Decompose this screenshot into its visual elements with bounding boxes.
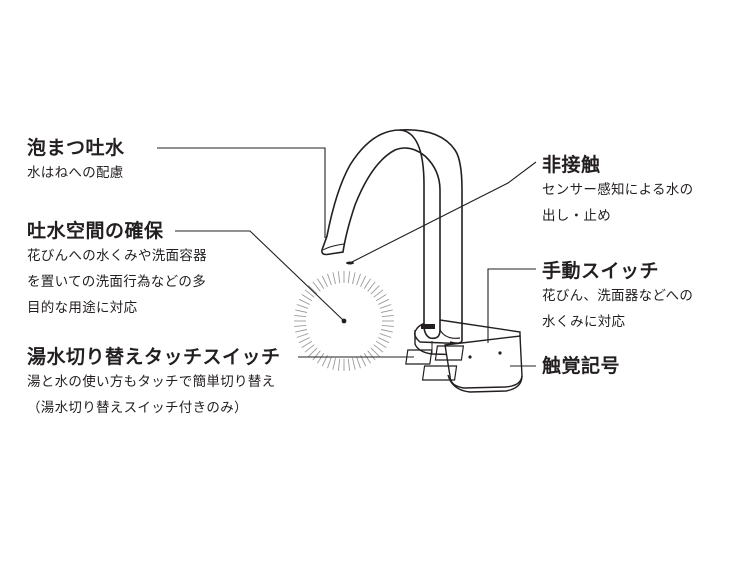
callout-spout-space: 吐水空間の確保 花びんへの水くみや洗面容器 を置いての洗面行為などの多 目的な用… — [27, 219, 207, 321]
tick-mark — [352, 272, 356, 285]
tick-mark — [301, 340, 313, 348]
tick-mark — [367, 350, 376, 361]
manual-switch-desc-line: 水くみに対応 — [542, 314, 626, 330]
tick-mark — [356, 356, 361, 369]
tick-mark — [375, 340, 387, 348]
tick-mark — [367, 281, 376, 292]
tick-mark — [381, 324, 394, 328]
tick-mark — [352, 357, 356, 370]
tick-mark — [327, 273, 332, 286]
tick-mark — [373, 289, 384, 298]
tick-mark — [296, 333, 309, 338]
tick-mark — [332, 357, 336, 370]
tick-mark — [370, 285, 380, 295]
foam-spout-desc: 水はねへの配慮 — [27, 160, 125, 186]
tick-mark — [317, 352, 325, 364]
tick-mark — [308, 347, 318, 357]
tick-mark — [380, 329, 393, 333]
tick-mark — [317, 278, 325, 290]
tick-mark — [378, 298, 390, 305]
tick-mark — [301, 294, 313, 302]
touchless-desc-line: センサー感知による水の — [542, 182, 694, 198]
tick-mark — [378, 337, 390, 344]
foam-spout-title: 泡まつ吐水 — [27, 137, 125, 159]
switch-panel — [405, 335, 523, 393]
tick-mark — [304, 289, 315, 298]
manual-switch-desc-line: 花びん、洗面器などへの — [542, 288, 694, 304]
callout-temp-switch: 湯水切り替えタッチスイッチ 湯と水の使い方もタッチで簡単切り替え （湯水切り替え… — [27, 345, 281, 421]
foam-spout-desc-line: 水はねへの配慮 — [27, 165, 124, 181]
touchless-desc-line: 出し・止め — [542, 208, 611, 224]
spout-space-desc-line: 花びんへの水くみや洗面容器 — [27, 248, 207, 264]
callout-tactile: 触覚記号 — [542, 354, 620, 378]
tick-mark — [375, 294, 387, 302]
touchless-title: 非接触 — [542, 154, 601, 176]
manual-switch-button — [434, 345, 465, 361]
tick-mark — [347, 358, 351, 371]
tick-mark — [370, 347, 380, 357]
spout-space-desc: 花びんへの水くみや洗面容器 を置いての洗面行為などの多 目的な用途に対応 — [27, 243, 207, 321]
tick-mark — [381, 314, 394, 318]
tick-mark — [347, 271, 351, 284]
manual-switch-desc: 花びん、洗面器などへの 水くみに対応 — [542, 283, 693, 335]
temp-switch-desc-line: （湯水切り替えスイッチ付きのみ） — [27, 400, 248, 416]
tick-mark — [332, 272, 336, 285]
spout-space-title: 吐水空間の確保 — [27, 220, 164, 242]
tactile-mark — [421, 365, 458, 381]
spout-space-desc-line: 目的な用途に対応 — [27, 300, 138, 316]
tick-mark — [294, 324, 307, 328]
tick-mark — [337, 271, 341, 284]
callout-touchless: 非接触 センサー感知による水の 出し・止め — [542, 153, 693, 229]
spout-space-desc-line: を置いての洗面行為などの多 — [27, 274, 206, 290]
temp-switch-desc-line: 湯と水の使い方もタッチで簡単切り替え — [27, 374, 276, 390]
tick-mark — [295, 329, 308, 333]
tick-mark — [312, 350, 321, 361]
tick-mark — [356, 273, 361, 286]
tick-mark — [379, 304, 392, 309]
tick-mark — [360, 275, 367, 287]
tick-mark — [380, 309, 393, 313]
tick-mark — [363, 352, 371, 364]
manual-switch-title: 手動スイッチ — [542, 260, 660, 282]
leader-lines — [157, 147, 537, 367]
tactile-title: 触覚記号 — [542, 355, 621, 377]
callout-manual-switch: 手動スイッチ 花びん、洗面器などへの 水くみに対応 — [542, 259, 693, 335]
temp-switch-desc: 湯と水の使い方もタッチで簡単切り替え （湯水切り替えスイッチ付きのみ） — [27, 369, 281, 421]
tick-mark — [296, 304, 309, 309]
touchless-desc: センサー感知による水の 出し・止め — [542, 177, 693, 229]
callout-foam-spout: 泡まつ吐水 水はねへの配慮 — [27, 136, 125, 186]
tick-mark — [294, 314, 307, 318]
tick-mark — [363, 278, 371, 290]
tick-mark — [373, 344, 384, 353]
tick-mark — [298, 337, 310, 344]
tick-mark — [337, 358, 341, 371]
faucet-spout — [321, 129, 463, 344]
tick-mark — [298, 298, 310, 305]
tick-mark — [308, 285, 318, 295]
tick-mark — [379, 333, 392, 338]
temp-switch-title: 湯水切り替えタッチスイッチ — [27, 346, 281, 368]
tick-mark — [312, 281, 321, 292]
tick-mark — [321, 275, 328, 287]
tick-mark — [327, 356, 332, 369]
tick-mark — [304, 344, 315, 353]
tick-mark — [295, 309, 308, 313]
spout-space-indicator — [294, 271, 394, 371]
